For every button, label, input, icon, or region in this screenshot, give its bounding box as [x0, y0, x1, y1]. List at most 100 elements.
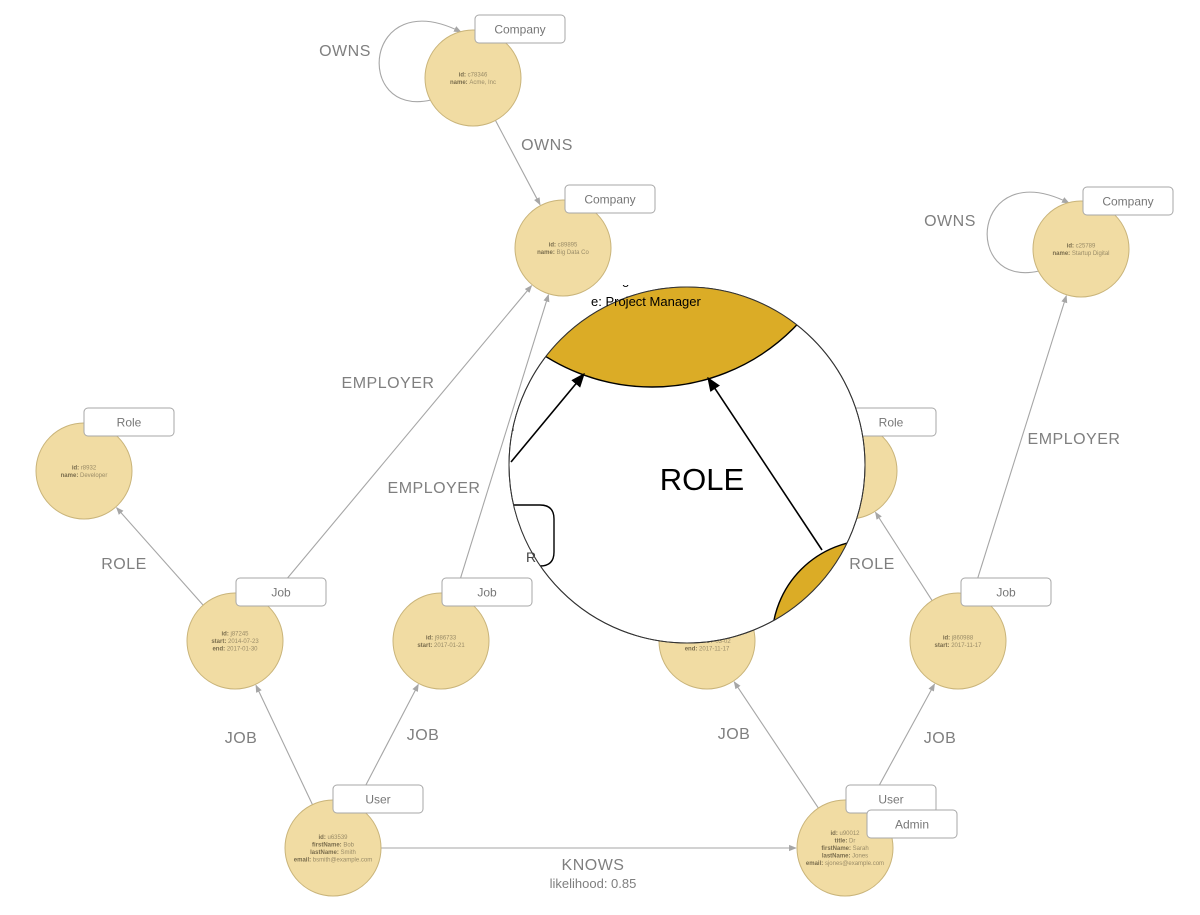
edge-label: OWNS: [521, 137, 573, 154]
edge-label: OWNS: [924, 213, 976, 230]
property-key: id:: [549, 242, 558, 248]
node-c25789[interactable]: id: c25789 name: Startup Digital: [1032, 200, 1130, 298]
edge-label: JOB: [225, 730, 258, 747]
node-circle[interactable]: [392, 592, 490, 690]
edge-label: EMPLOYER: [1028, 431, 1121, 448]
label-badge-company[interactable]: Company: [564, 184, 656, 214]
property-value: bsmith@example.com: [313, 857, 372, 863]
node-property: id: j87245: [221, 632, 249, 638]
lens-edge: [707, 376, 823, 551]
edge-owns-c25789-c25789[interactable]: [986, 191, 1070, 274]
edge-role-j87245-r8932[interactable]: [116, 507, 204, 606]
node-property: title: Dr: [835, 839, 856, 845]
edge-employer-j87245-c89895[interactable]: [265, 285, 533, 605]
property-value: u90012: [839, 831, 860, 837]
label-badge-job[interactable]: Job: [960, 577, 1052, 607]
edge-job-u90012-j_mid[interactable]: [733, 681, 819, 809]
edge-owns-c78346-c78346[interactable]: [378, 20, 462, 103]
lens-border: [508, 286, 866, 644]
property-key: email:: [294, 857, 313, 863]
property-value: j986733: [434, 635, 457, 641]
badge-box[interactable]: [83, 407, 175, 437]
label-badge-user[interactable]: User: [332, 784, 424, 814]
edge-label: JOB: [407, 727, 440, 744]
property-value: Acme, Inc: [469, 80, 496, 86]
property-value: Sarah: [853, 846, 869, 852]
badge-box[interactable]: [564, 184, 656, 214]
edge-role-j860988-r_pm[interactable]: [874, 511, 933, 601]
node-property: id: u63539: [318, 835, 348, 841]
property-value: Bob: [343, 842, 354, 848]
lens-edge-label: ROLE: [660, 462, 744, 497]
edge-owns-c78346-c89895[interactable]: [494, 120, 541, 206]
badge-text: Job: [477, 586, 497, 600]
node-circle[interactable]: [186, 592, 284, 690]
node-property: id: r8932: [72, 465, 97, 471]
node-property: firstName: Sarah: [821, 846, 868, 852]
badge-text: User: [878, 793, 903, 807]
node-property: email: bsmith@example.com: [294, 857, 372, 863]
property-value: u63539: [327, 835, 348, 841]
badge-text: User: [365, 793, 390, 807]
property-value: 2014-07-23: [228, 639, 259, 645]
badge-text: Company: [584, 193, 635, 207]
badge-box[interactable]: [866, 809, 958, 839]
badge-box[interactable]: [474, 14, 566, 44]
property-key: lastName:: [310, 850, 340, 856]
node-property: id: c25789: [1067, 243, 1096, 249]
property-value: Smith: [341, 850, 356, 856]
label-badge-role[interactable]: Role: [845, 407, 937, 437]
property-key: start:: [211, 639, 228, 645]
edge-employer-j860988-c25789[interactable]: [971, 295, 1068, 596]
node-property: id: j986733: [426, 635, 457, 641]
label-badge-admin[interactable]: Admin: [866, 809, 958, 839]
node-property: lastName: Jones: [822, 854, 868, 860]
property-key: id:: [459, 72, 468, 78]
node-circle[interactable]: [1032, 200, 1130, 298]
badge-box[interactable]: [441, 577, 533, 607]
property-key: start:: [935, 643, 952, 649]
label-badge-company[interactable]: Company: [1082, 186, 1174, 216]
node-property: name: Startup Digital: [1052, 251, 1109, 257]
node-property: end: 2017-01-30: [212, 647, 258, 653]
property-key: lastName:: [822, 854, 852, 860]
badge-box[interactable]: [332, 784, 424, 814]
property-value: Developer: [80, 473, 107, 479]
badge-text: Job: [996, 586, 1016, 600]
property-key: name:: [1052, 251, 1071, 257]
property-key: end:: [212, 647, 226, 653]
badge-text: Company: [1102, 195, 1153, 209]
edge-label: JOB: [718, 726, 751, 743]
badge-text: Company: [494, 23, 545, 37]
node-property: start: 2014-07-23: [211, 639, 259, 645]
node-circle[interactable]: [424, 29, 522, 127]
badge-box[interactable]: [235, 577, 327, 607]
property-value: j87245: [229, 632, 249, 638]
badge-box[interactable]: [1082, 186, 1174, 216]
label-badge-company[interactable]: Company: [474, 14, 566, 44]
node-circle[interactable]: [514, 199, 612, 297]
property-key: id:: [72, 465, 81, 471]
edge-employer-j986733-c89895[interactable]: [454, 294, 550, 596]
label-badge-user[interactable]: User: [845, 784, 937, 814]
property-key: firstName:: [312, 842, 343, 848]
lens-node-role[interactable]: [452, 0, 853, 388]
property-key: id:: [1067, 243, 1076, 249]
edge-label: EMPLOYER: [342, 375, 435, 392]
label-badge-job[interactable]: Job: [441, 577, 533, 607]
label-badge-role[interactable]: Role: [83, 407, 175, 437]
property-value: c89895: [558, 242, 578, 248]
node-circle[interactable]: [909, 592, 1007, 690]
badge-box[interactable]: [960, 577, 1052, 607]
edge-job-u63539-j87245[interactable]: [255, 684, 313, 805]
label-badge-job[interactable]: Job: [235, 577, 327, 607]
